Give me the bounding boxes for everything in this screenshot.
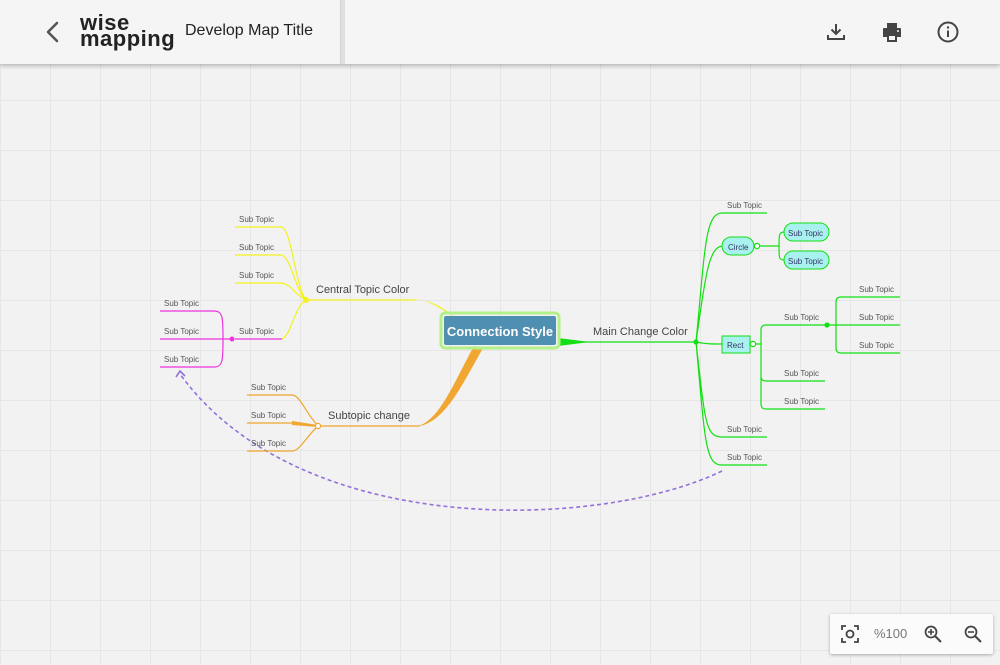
wisemapping-logo[interactable]: wise mapping <box>80 10 176 51</box>
central-topic-border <box>439 311 561 350</box>
orange-thick-wedge <box>292 421 318 427</box>
logo-line-2: mapping <box>80 26 176 51</box>
connector-central-to-main-change-color <box>558 338 590 346</box>
info-button[interactable] <box>936 20 960 44</box>
circle-child-label-1: Sub Topic <box>788 229 823 238</box>
central-topic-color-label[interactable]: Central Topic Color <box>316 284 410 296</box>
yellow-subtopic-underlines <box>235 226 282 284</box>
info-icon <box>937 21 959 43</box>
central-topic-label: Connection Style <box>447 324 553 339</box>
top-toolbar: wise mapping Develop Map Title <box>0 0 1000 64</box>
sub-topic-magenta-2[interactable]: Sub Topic <box>164 327 199 336</box>
central-topic-node[interactable] <box>444 316 556 345</box>
sub-topic-rect-1[interactable]: Sub Topic <box>784 313 819 322</box>
sub-topic-yellow-3[interactable]: Sub Topic <box>239 271 274 280</box>
map-title[interactable]: Develop Map Title <box>185 22 314 39</box>
sub-topic-orange-3[interactable]: Sub Topic <box>251 439 286 448</box>
logo-line-1: wise <box>80 10 130 35</box>
sub-topic-rect-child-1[interactable]: Sub Topic <box>859 285 894 294</box>
print-icon <box>883 23 901 42</box>
circle-children-connectors <box>757 231 785 261</box>
rect-sub-collapse-dot[interactable] <box>824 322 830 328</box>
circle-child-node-1[interactable] <box>783 222 830 242</box>
sub-topic-rect-2[interactable]: Sub Topic <box>784 369 819 378</box>
connector-central-to-central-topic-color <box>410 299 455 318</box>
sub-topic-green-bottom-2[interactable]: Sub Topic <box>727 453 762 462</box>
relationship-arrowhead <box>175 369 186 378</box>
sub-topic-rect-child-2[interactable]: Sub Topic <box>859 313 894 322</box>
circle-child-label-2: Sub Topic <box>788 257 823 266</box>
main-change-color-label[interactable]: Main Change Color <box>593 326 688 338</box>
sub-topic-yellow-1[interactable]: Sub Topic <box>239 215 274 224</box>
zoom-in-button[interactable] <box>923 624 943 644</box>
sub-topic-rect-child-3[interactable]: Sub Topic <box>859 341 894 350</box>
sub-topic-rect-3[interactable]: Sub Topic <box>784 397 819 406</box>
zoom-level: %100 <box>874 626 908 641</box>
sub-topic-magenta-3[interactable]: Sub Topic <box>164 355 199 364</box>
zoom-out-button[interactable] <box>963 624 983 644</box>
print-button[interactable] <box>880 20 904 44</box>
circle-topic-label: Circle <box>728 243 749 252</box>
zoom-out-icon <box>964 625 982 643</box>
mindmap-svg: Central Topic Color Sub Topic Sub Topic … <box>160 201 900 511</box>
sub-topic-yellow-2[interactable]: Sub Topic <box>239 243 274 252</box>
relationship-connector[interactable] <box>179 373 723 511</box>
toolbar-divider <box>340 0 345 64</box>
zoom-controls: %100 <box>830 614 993 654</box>
back-button[interactable] <box>38 16 68 48</box>
zoom-in-icon <box>924 625 942 643</box>
magenta-connectors <box>160 310 232 368</box>
sub-topic-green-1[interactable]: Sub Topic <box>727 201 762 210</box>
yellow-connectors <box>281 226 307 340</box>
rect-collapse-dot[interactable] <box>749 340 757 348</box>
download-icon <box>827 24 845 40</box>
yellow-collapse-dot[interactable] <box>303 297 309 303</box>
sub-topic-orange-1[interactable]: Sub Topic <box>251 383 286 392</box>
center-focus-icon <box>841 625 859 643</box>
chevron-left-icon <box>46 21 59 43</box>
rect-children-connectors <box>753 324 827 410</box>
rect-topic-label: Rect <box>727 341 744 350</box>
green-collapse-dot[interactable] <box>693 339 699 345</box>
circle-child-node-2[interactable] <box>783 250 830 270</box>
orange-collapse-dot[interactable] <box>314 422 322 430</box>
sub-topic-orange-2[interactable]: Sub Topic <box>251 411 286 420</box>
sub-topic-magenta-1[interactable]: Sub Topic <box>164 299 199 308</box>
connector-central-to-subtopic-change <box>418 346 483 426</box>
circle-collapse-dot[interactable] <box>753 242 761 250</box>
subtopic-change-label[interactable]: Subtopic change <box>328 410 410 422</box>
download-button[interactable] <box>824 20 848 44</box>
green-connectors <box>695 212 767 466</box>
fit-to-screen-button[interactable] <box>840 624 860 644</box>
sub-topic-green-bottom-1[interactable]: Sub Topic <box>727 425 762 434</box>
rect-grandchildren-connectors <box>827 296 900 354</box>
sub-topic-magenta-parent[interactable]: Sub Topic <box>239 327 274 336</box>
mindmap-canvas[interactable]: Central Topic Color Sub Topic Sub Topic … <box>0 64 1000 660</box>
magenta-collapse-dot[interactable] <box>229 336 235 342</box>
